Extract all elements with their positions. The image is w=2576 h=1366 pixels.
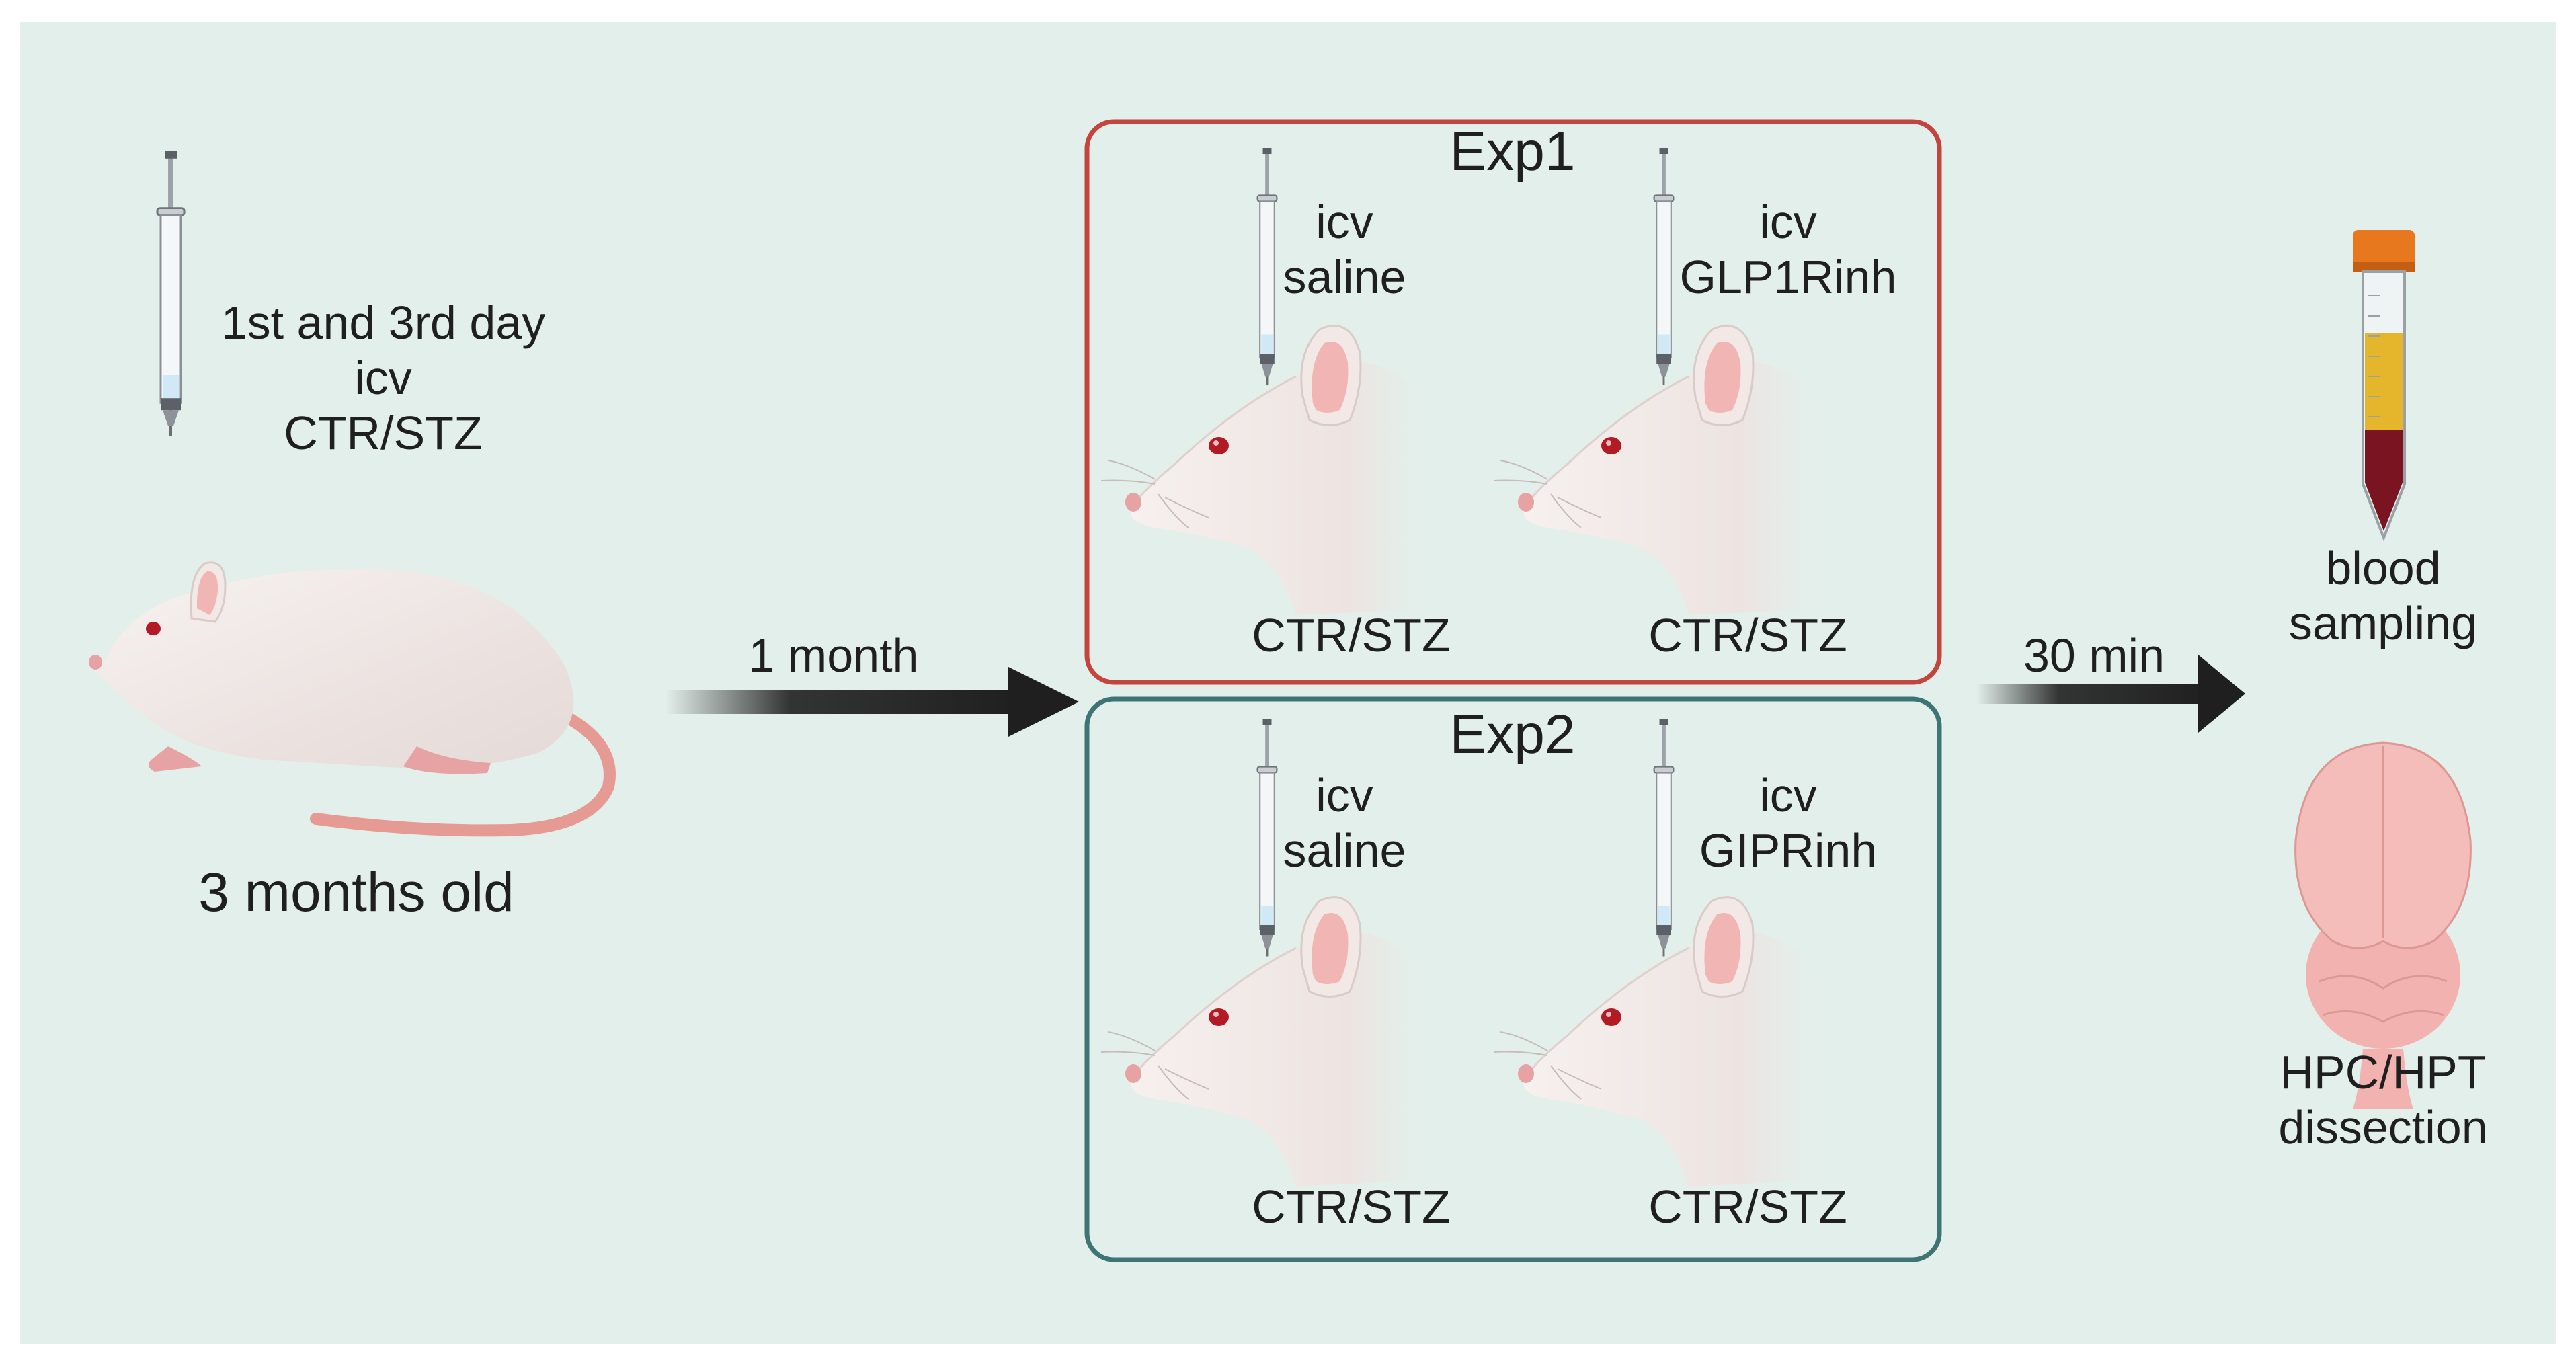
exp1-left-treatment: icv saline [1283,196,1406,303]
blood-tube-icon [2353,230,2415,542]
injection-label: 1st and 3rd day icv CTR/STZ [220,296,546,459]
arrow-icon [666,667,1079,737]
brain-dissection-label: HPC/HPT dissection [2278,1046,2488,1154]
age-label: 3 months old [198,862,514,923]
exp1-right-treatment: icv GLP1Rinh [1679,196,1897,303]
rat-icon [89,561,616,837]
arrow-icon [1976,655,2245,733]
exp2-right-treatment: icv GIPRinh [1699,769,1878,877]
exp1-title: Exp1 [1449,121,1576,182]
exp1-box [1084,119,1942,685]
arrow1-label: 1 month [748,629,919,682]
brain-icon [2294,741,2472,1109]
exp1-right-group: CTR/STZ [1648,609,1847,661]
blood-sampling-label: blood sampling [2288,542,2478,649]
exp2-left-treatment: icv saline [1283,769,1406,877]
exp2-title: Exp2 [1449,704,1576,765]
exp2-box [1084,696,1942,1262]
exp2-right-group: CTR/STZ [1648,1180,1847,1233]
arrow2-label: 30 min [2023,629,2165,682]
exp2-left-group: CTR/STZ [1252,1180,1451,1233]
exp1-left-group: CTR/STZ [1252,609,1451,661]
